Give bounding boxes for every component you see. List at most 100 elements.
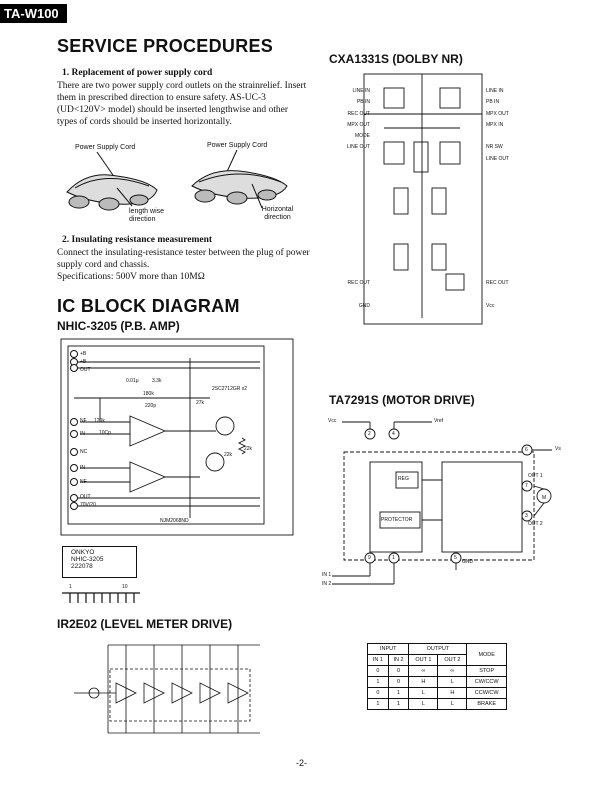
cell: L xyxy=(437,676,468,688)
nhic-part: 3.3k xyxy=(152,378,162,384)
cell: 1 xyxy=(387,687,410,699)
cxa-right-pin: LINE IN xyxy=(486,88,504,94)
cell: ∞ xyxy=(408,665,439,677)
page-number: -2- xyxy=(296,758,307,768)
ta-motor: M xyxy=(542,495,547,501)
nhic-part: 0.01μ xyxy=(126,378,139,384)
cell: BRAKE xyxy=(466,698,507,710)
pkg-pin-first: 1 xyxy=(69,584,72,590)
ta-out2: OUT 2 xyxy=(528,521,543,527)
ta-pin: 2 xyxy=(368,431,371,437)
section1-title: 1. Replacement of power supply cord xyxy=(62,68,213,78)
cell: L xyxy=(437,698,468,710)
ta-protector: PROTECTOR xyxy=(381,517,413,523)
cell: 1 xyxy=(367,698,389,710)
ta-pin: 7 xyxy=(525,483,528,489)
pkg-pins xyxy=(62,592,140,603)
cell: CCW/CW xyxy=(466,687,507,699)
nhic-pin: IN xyxy=(80,465,85,471)
nhic-pin: +B xyxy=(80,359,87,365)
nhic-chip-label: NJM2068ND xyxy=(160,518,189,524)
cell: STOP xyxy=(466,665,507,677)
nhic-title: NHIC-3205 (P.B. AMP) xyxy=(57,319,180,333)
ta-gnd: GND xyxy=(462,559,474,565)
nhic-pin: OUT xyxy=(80,367,91,373)
ta-pin: 9 xyxy=(368,555,371,561)
ir2e02-diagram xyxy=(74,644,260,734)
nhic-part: 180k xyxy=(143,391,154,397)
ta-diagram xyxy=(332,421,552,585)
nhic-pin: NF xyxy=(80,479,87,485)
nhic-part: 120k xyxy=(94,418,105,424)
ir2e02-title: IR2E02 (LEVEL METER DRIVE) xyxy=(57,617,233,631)
th-output: OUTPUT xyxy=(408,643,468,655)
ta-pin: 6 xyxy=(525,447,528,453)
ta-vs: Vs xyxy=(555,446,561,452)
nhic-diagram xyxy=(60,338,294,536)
nhic-pin-list: +B +B OUT xyxy=(80,350,91,374)
ta-reg: REG xyxy=(398,476,409,482)
cxa-left-pin: GND xyxy=(358,302,370,309)
nhic-part: 22k xyxy=(244,446,253,452)
cxa-left-pins: LINE IN PB IN REC OUT MPX OUT MODE LINE … xyxy=(312,86,370,312)
ta-vcc: Vcc xyxy=(328,418,337,424)
cxa-left-pin: PB IN xyxy=(356,99,370,106)
nhic-part: 2SC2712GR x2 xyxy=(212,386,248,392)
nhic-pin: 70V/20 xyxy=(80,502,96,508)
cxa-left-pin: LINE OUT xyxy=(346,144,370,151)
pkg-line: ONKYO xyxy=(71,549,95,556)
cell: 0 xyxy=(387,676,410,688)
cxa-title: CXA1331S (DOLBY NR) xyxy=(329,52,463,66)
cell: H xyxy=(408,676,439,688)
cxa-left-pin: LINE IN xyxy=(352,88,370,94)
cxa-diagram xyxy=(363,73,483,325)
cxa-left-pin: REC OUT xyxy=(347,280,371,287)
ta-pin: 5 xyxy=(454,555,457,561)
cell: ∞ xyxy=(437,665,468,677)
nhic-pin: OUT xyxy=(80,494,91,500)
cxa-right-pins: LINE IN PB IN MPX OUT MPX IN NR SW LINE … xyxy=(486,86,526,312)
cxa-right-pin: MPX IN xyxy=(486,121,504,128)
pkg-line: 222078 xyxy=(71,563,93,570)
model-tag: TA-W100 xyxy=(0,4,67,23)
lengthwise-label: length wise direction xyxy=(129,208,165,223)
cxa-left-pin: REC OUT xyxy=(347,110,371,117)
cxa-right-pin: NR SW xyxy=(486,144,503,151)
th-col: OUT 1 xyxy=(408,654,439,666)
th-input: INPUT xyxy=(366,643,410,655)
cord-label-right: Power Supply Cord xyxy=(207,142,268,149)
nhic-pin: NF xyxy=(80,418,87,424)
horizontal-label: Horizontal direction xyxy=(261,206,294,221)
cell: H xyxy=(437,687,468,699)
nhic-pin: +B xyxy=(80,351,87,357)
nhic-package: ONKYO NHIC-3205 222078 xyxy=(62,546,137,578)
ta-in2: IN 2 xyxy=(322,581,332,587)
ta-pin: 1 xyxy=(392,555,395,561)
cord-drawing xyxy=(66,149,288,211)
ta-vref: Vref xyxy=(434,418,443,424)
cell: 0 xyxy=(367,687,389,699)
th-mode: MODE xyxy=(466,643,507,666)
cell: L xyxy=(408,698,439,710)
cxa-right-pin: LINE OUT xyxy=(486,155,510,162)
pkg-line: NHIC-3205 xyxy=(71,556,104,563)
cxa-left-pin: MPX OUT xyxy=(347,121,370,128)
cord-label-left: Power Supply Cord xyxy=(75,144,136,151)
ta-pin: 3 xyxy=(525,513,528,519)
cxa-right-pin: MPX OUT xyxy=(486,110,509,117)
ta-title: TA7291S (MOTOR DRIVE) xyxy=(329,393,475,407)
cxa-right-pin: REC OUT xyxy=(486,280,509,287)
cell: 0 xyxy=(367,665,389,677)
nhic-part: 220p xyxy=(145,403,157,409)
ta-in1: IN 1 xyxy=(322,572,332,578)
pkg-pin-last: 10 xyxy=(122,584,128,590)
ta-pin: 4 xyxy=(392,431,395,437)
nhic-pin: IN xyxy=(80,431,85,437)
cxa-left-pin: MODE xyxy=(355,133,370,140)
th-col: IN 2 xyxy=(387,654,410,666)
cell: 1 xyxy=(387,698,410,710)
cxa-right-pin: Vcc xyxy=(486,302,495,309)
